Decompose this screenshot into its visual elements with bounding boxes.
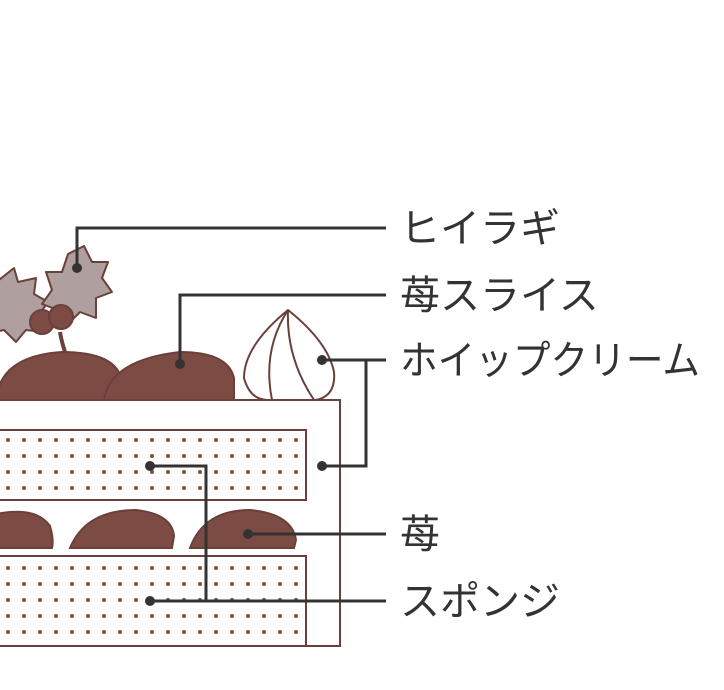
- label-holly: ヒイラギ: [400, 206, 560, 252]
- leader-lines: [75, 226, 386, 603]
- label-strawberry-slice: 苺スライス: [400, 273, 599, 319]
- label-whipped-cream: ホイップクリーム: [400, 338, 700, 384]
- top-strawberry-slice-left: [0, 350, 124, 401]
- holly-decoration: [0, 245, 113, 361]
- leader-whipped-cream-branch: [322, 360, 368, 468]
- top-strawberry-slice-right: [102, 350, 235, 401]
- middle-strawberry-2: [68, 508, 176, 549]
- leader-dots: [72, 263, 327, 606]
- label-sponge: スポンジ: [400, 579, 560, 625]
- label-strawberry: 苺: [400, 512, 440, 558]
- leader-holly: [75, 226, 386, 268]
- leader-sponge-branch: [150, 464, 208, 601]
- middle-strawberry-1: [0, 510, 54, 549]
- holly-berry-right: [48, 304, 74, 330]
- leader-strawberry-slice: [178, 293, 386, 364]
- whipped-cream-dollop: [242, 308, 336, 401]
